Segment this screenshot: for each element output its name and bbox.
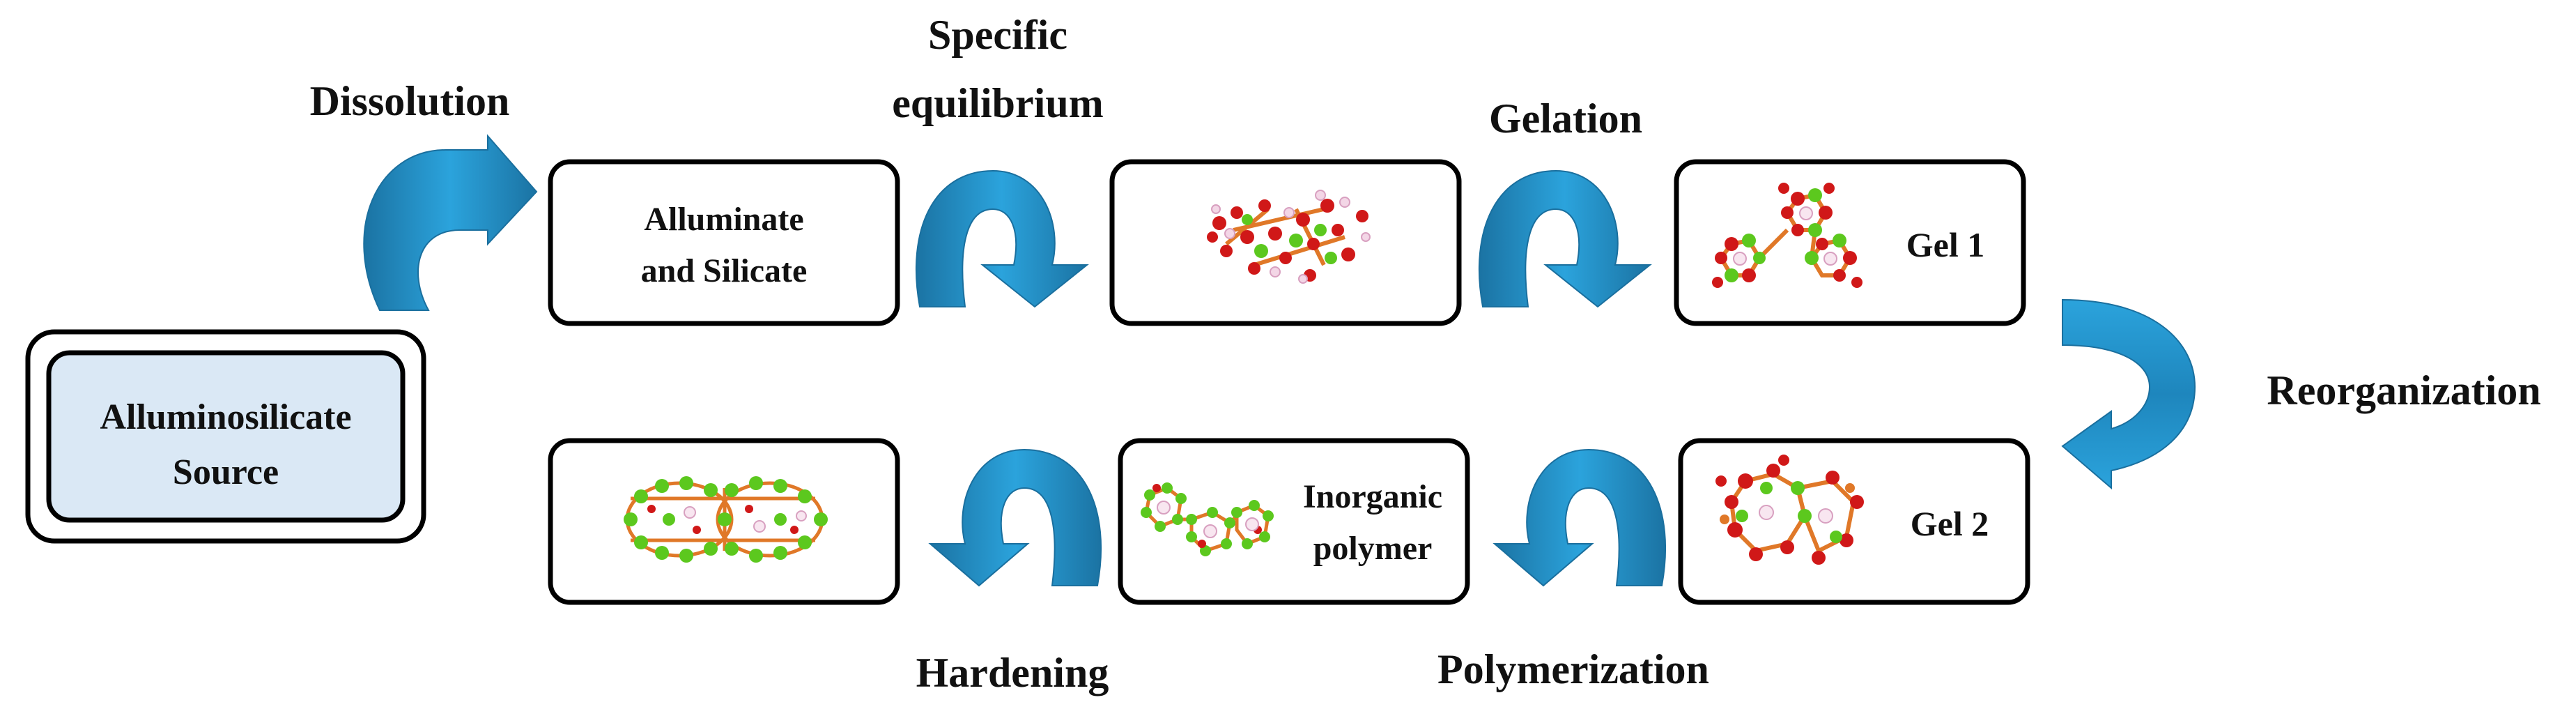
equilibrium-arrow — [915, 169, 1089, 308]
source-label-line1: Alluminosilicate — [100, 397, 351, 437]
polymerization-label: Polymerization — [1437, 646, 1709, 692]
reorganization-arrow — [2061, 298, 2196, 490]
equilibrium-label-line1: Specific — [928, 12, 1067, 58]
gel2-molecule-image — [1715, 455, 1864, 565]
source-label-line2: Source — [173, 452, 279, 492]
aluminate-silicate-line1: Alluminate — [644, 201, 803, 238]
hardening-arrow — [928, 448, 1102, 587]
gel1-label: Gel 1 — [1906, 225, 1984, 264]
aluminate-silicate-box: Alluminate and Silicate — [548, 159, 900, 326]
inorganic-polymer-line1: Inorganic — [1303, 478, 1442, 515]
inorganic-polymer-line2: polymer — [1313, 530, 1433, 567]
equilibrium-label-line2: equilibrium — [892, 80, 1103, 126]
hardened-product-box — [548, 438, 900, 605]
reorganization-label: Reorganization — [2267, 367, 2540, 413]
source-box: Alluminosilicate Source — [25, 329, 426, 544]
oligomer-molecule-image — [1207, 190, 1371, 284]
gelation-arrow — [1478, 169, 1652, 308]
oligomer-box — [1109, 159, 1462, 326]
gel1-molecule-image — [1712, 183, 1862, 288]
dissolution-arrow — [363, 134, 538, 311]
gel2-label: Gel 2 — [1911, 504, 1989, 543]
source-box-inner — [46, 350, 406, 523]
gel1-box: Gel 1 — [1674, 159, 2026, 326]
hardening-label: Hardening — [916, 650, 1109, 696]
inorganic-polymer-box: Inorganic polymer — [1118, 438, 1470, 605]
gelation-label: Gelation — [1489, 96, 1642, 142]
hardened-product-molecule-image — [624, 476, 828, 563]
polymerization-arrow — [1493, 448, 1667, 587]
gel2-box: Gel 2 — [1678, 438, 2030, 605]
aluminate-silicate-line2: and Silicate — [641, 252, 808, 289]
inorganic-polymer-molecule-image — [1141, 482, 1274, 556]
dissolution-label: Dissolution — [310, 78, 510, 124]
